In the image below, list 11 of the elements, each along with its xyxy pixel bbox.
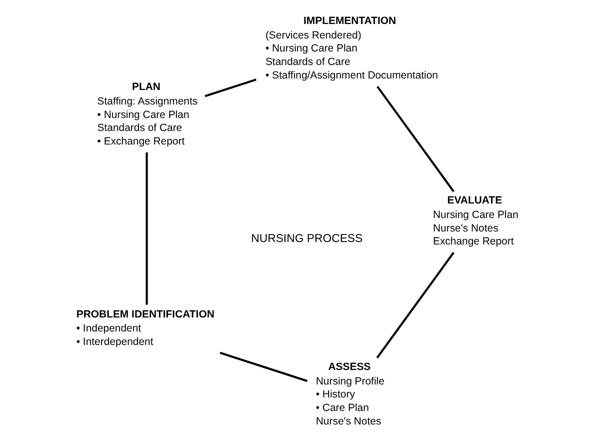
node-text: IMPLEMENTATION (Services Rendered) • Nursing Care Plan Standards of Care • Staffing/Assignment Documentation (265, 16, 438, 82)
connector (220, 352, 308, 382)
label: NURSING PROCESS (251, 233, 363, 246)
connector (376, 86, 454, 192)
connector (204, 78, 256, 98)
node-text: PLAN Staffing: Assignments • Nursing Care Plan Standards of Care • Exchange Report (97, 82, 198, 148)
node-text: ASSESS Nursing Profile • History • Care Plan Nurse's Notes (316, 362, 384, 428)
node-text: PROBLEM IDENTIFICATION • Independent • Interdependent (76, 309, 214, 348)
connector (146, 152, 148, 305)
connector (376, 252, 454, 358)
node-text: EVALUATE Nursing Care Plan Nurse's Notes Exchange Report (432, 196, 518, 248)
